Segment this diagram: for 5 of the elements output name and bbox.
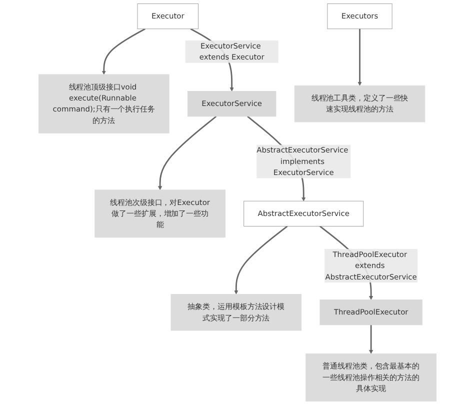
- arrow: [234, 226, 288, 294]
- arrow: [158, 116, 216, 190]
- arrow: [357, 28, 362, 86]
- arrow: [101, 28, 145, 75]
- arrow: [368, 324, 373, 354]
